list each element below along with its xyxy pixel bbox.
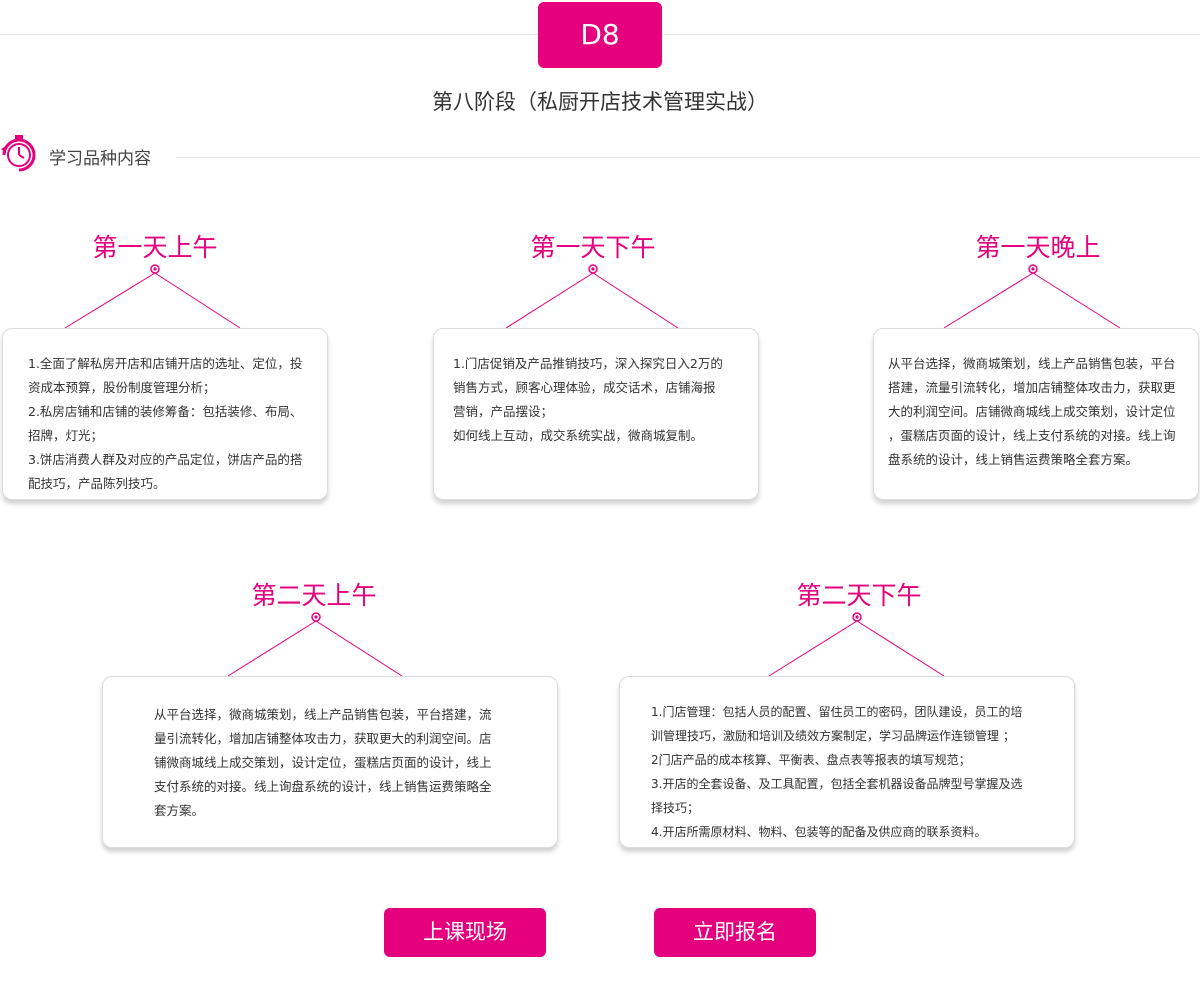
- card-line: ，蛋糕店页面的设计，线上支付系统的对接。线上询: [888, 428, 1176, 443]
- session-card: [102, 676, 558, 848]
- card-line: 配技巧，产品陈列技巧。: [28, 476, 166, 491]
- section-divider: [176, 157, 1200, 158]
- card-line: 2门店产品的成本核算、平衡表、盘点表等报表的填写规范；: [651, 753, 971, 767]
- card-line: 铺微商城线上成交策划，设计定位，蛋糕店页面的设计，线上: [154, 755, 492, 770]
- session-title: 第一天下午: [530, 233, 656, 262]
- stage-title: 第八阶段（私厨开店技术管理实战）: [432, 90, 768, 114]
- card-line: 招牌，灯光；: [28, 428, 104, 443]
- session-connector: [64, 264, 241, 329]
- session-card-text: 从平台选择，微商城策划，线上产品销售包装，平台搭建，流 量引流转化，增加店铺整体…: [154, 703, 492, 823]
- card-line: 盘系统的设计，线上销售运费策略全套方案。: [888, 452, 1139, 467]
- card-line: 如何线上互动，成交系统实战，微商城复制。: [453, 428, 704, 443]
- card-line: 训管理技巧，激励和培训及绩效方案制定，学习品牌运作连锁管理 ；: [651, 729, 1015, 743]
- card-line: 3.开店的全套设备、及工具配置，包括全套机器设备品牌型号掌握及选: [651, 777, 1023, 791]
- stopwatch-icon: [1, 135, 36, 172]
- card-line: 资成本预算，股份制度管理分析；: [28, 380, 216, 395]
- session-title: 第二天上午: [251, 581, 377, 610]
- card-line: 量引流转化，增加店铺整体攻击力，获取更大的利润空间。店: [154, 731, 492, 746]
- session-connector: [768, 612, 945, 677]
- session-title: 第一天上午: [92, 233, 218, 262]
- card-line: 大的利润空间。店铺微商城线上成交策划，设计定位: [888, 404, 1176, 419]
- session-title: 第二天下午: [796, 581, 922, 610]
- card-line: 套方案。: [154, 803, 205, 818]
- card-line: 营销，产品摆设；: [453, 404, 554, 419]
- card-line: 2.私房店铺和店铺的装修筹备：包括装修、布局、: [28, 404, 303, 419]
- session-card: [873, 328, 1199, 500]
- session-card: [2, 328, 328, 500]
- card-line: 1.全面了解私房开店和店铺开店的选址、定位，投: [28, 356, 303, 371]
- session-connector: [943, 264, 1121, 329]
- stage-badge: D8: [538, 2, 662, 68]
- card-line: 4.开店所需原材料、物料、包装等的配备及供应商的联系资料。: [651, 825, 987, 839]
- section-label: 学习品种内容: [49, 149, 151, 169]
- class-scene-button[interactable]: 上课现场: [384, 908, 546, 957]
- session-connector: [505, 264, 679, 329]
- card-line: 支付系统的对接。线上询盘系统的设计，线上销售运费策略全: [154, 779, 492, 794]
- card-line: 择技巧；: [651, 801, 700, 815]
- card-line: 从平台选择，微商城策划，线上产品销售包装，平台搭建，流: [154, 707, 492, 722]
- session-card-text: 1.门店促销及产品推销技巧，深入探究日入2万的 销售方式，顾客心理体验，成交话术…: [453, 352, 723, 448]
- session-connector: [227, 612, 403, 677]
- session-card-text: 1.门店管理：包括人员的配置、留住员工的密码，团队建设，员工的培 训管理技巧，激…: [651, 700, 1022, 844]
- session-card: [619, 676, 1075, 848]
- card-line: 1.门店促销及产品推销技巧，深入探究日入2万的: [453, 356, 723, 371]
- card-line: 从平台选择，微商城策划，线上产品销售包装，平台: [888, 356, 1176, 371]
- signup-button[interactable]: 立即报名: [654, 908, 816, 957]
- session-title: 第一天晚上: [975, 233, 1101, 262]
- card-line: 销售方式，顾客心理体验，成交话术，店铺海报: [453, 380, 716, 395]
- card-line: 搭建，流量引流转化，增加店铺整体攻击力，获取更: [888, 380, 1176, 395]
- session-card-text: 1.全面了解私房开店和店铺开店的选址、定位，投 资成本预算，股份制度管理分析； …: [28, 352, 302, 496]
- session-card: [433, 328, 759, 500]
- card-line: 3.饼店消费人群及对应的产品定位，饼店产品的搭: [28, 452, 303, 467]
- session-card-text: 从平台选择，微商城策划，线上产品销售包装，平台 搭建，流量引流转化，增加店铺整体…: [888, 352, 1176, 472]
- card-line: 1.门店管理：包括人员的配置、留住员工的密码，团队建设，员工的培: [651, 705, 1023, 719]
